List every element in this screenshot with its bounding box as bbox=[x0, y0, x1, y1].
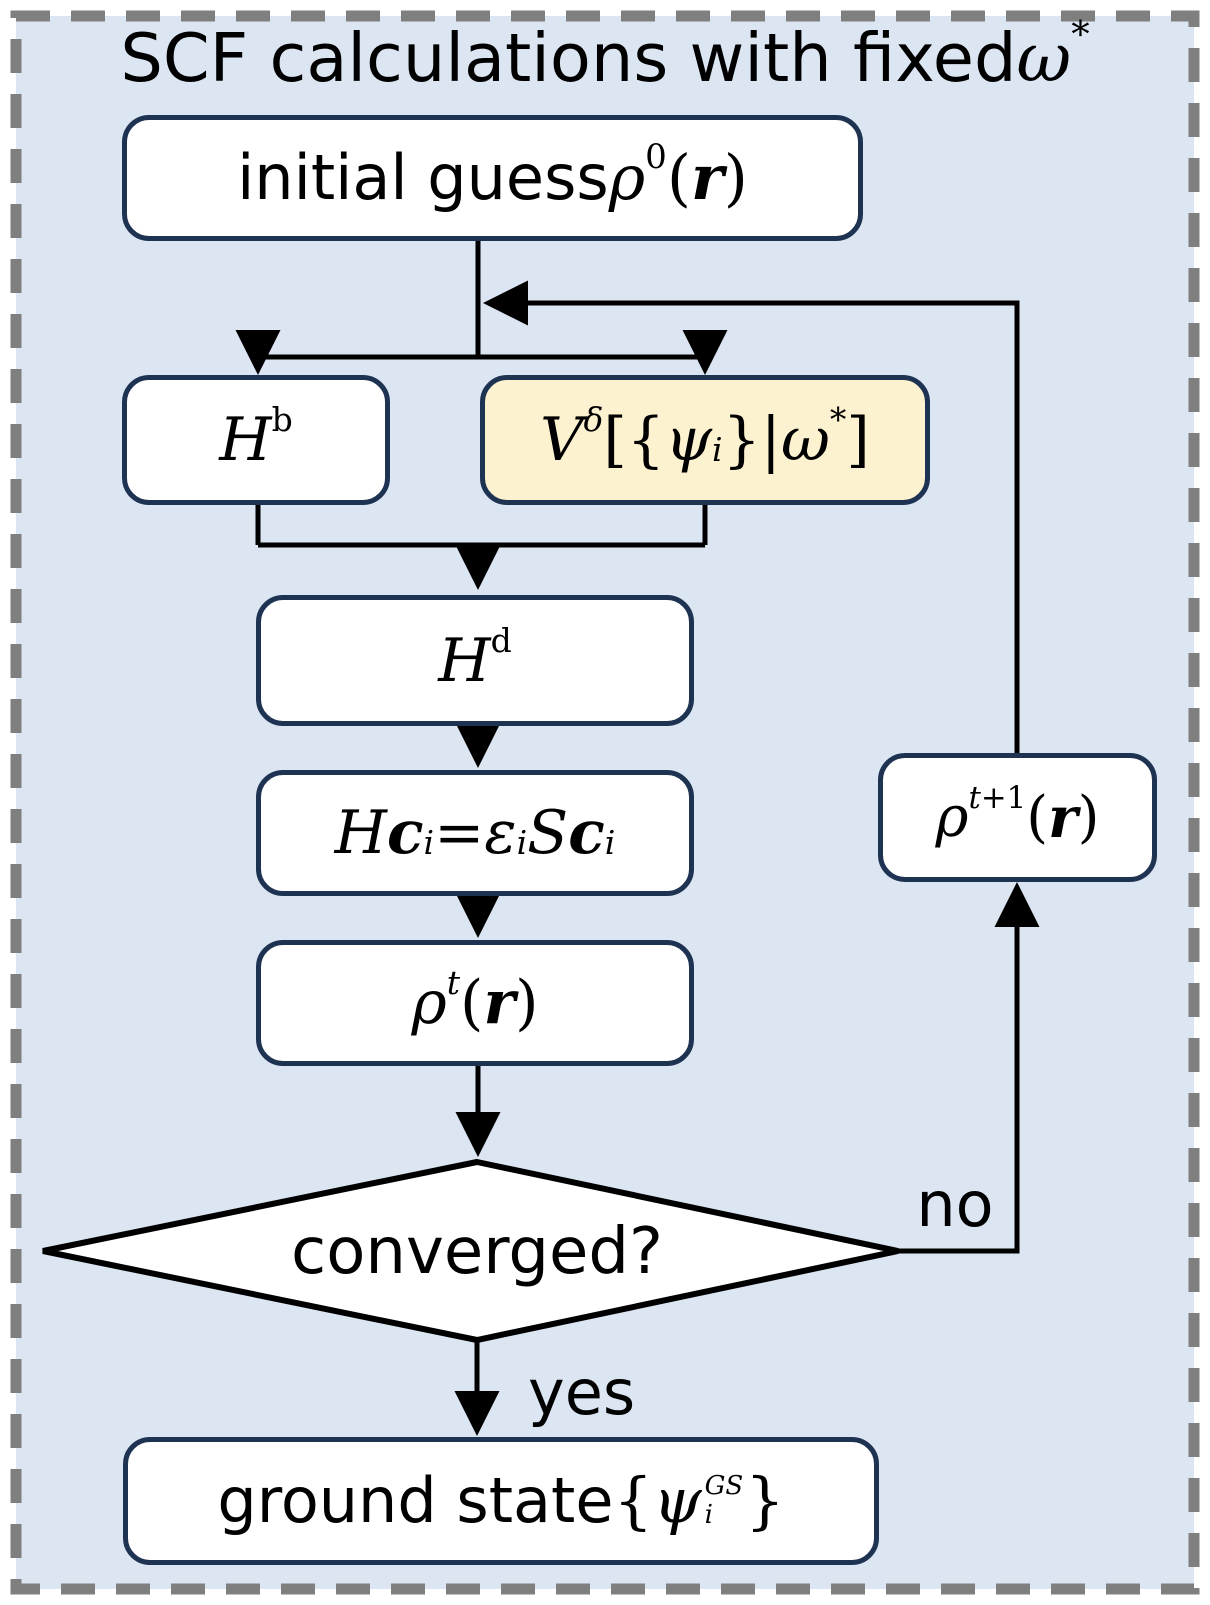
diagram-title: SCF calculations with fixed ω* bbox=[120, 12, 1090, 97]
edge-feedback-loop-arrow bbox=[483, 280, 1020, 753]
edge-label-yes: yes bbox=[528, 1356, 636, 1429]
edge-no-to-rhot1-arrow bbox=[898, 882, 1040, 1254]
edge-label-no: no bbox=[916, 1168, 994, 1241]
decision-diamond bbox=[42, 1158, 899, 1344]
decision-label: converged? bbox=[291, 1215, 663, 1289]
